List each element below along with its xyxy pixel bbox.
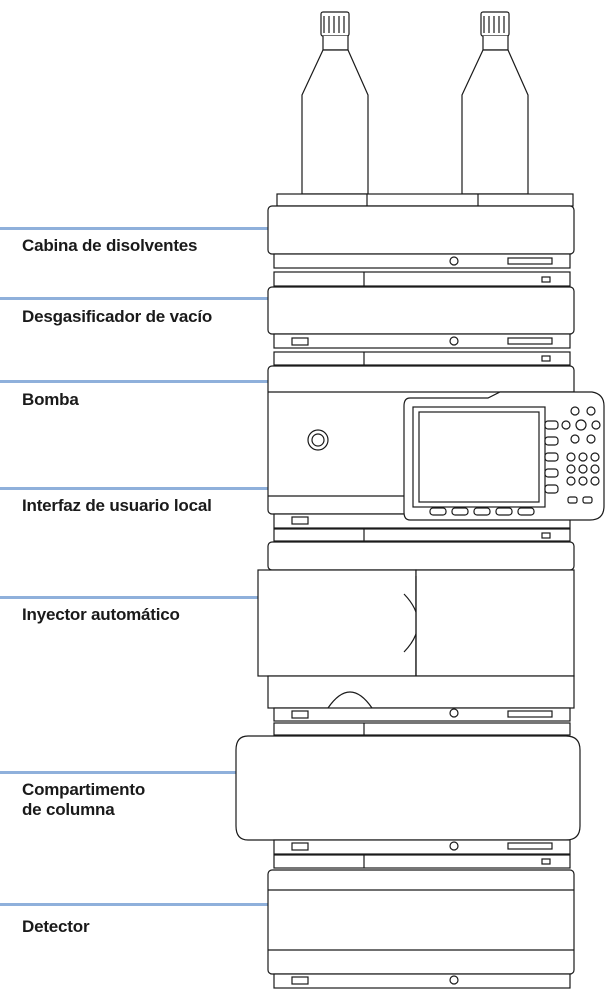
label-pump: Bomba xyxy=(22,390,79,409)
column-compartment-module xyxy=(235,722,581,855)
label-column-compartment-line1: Compartimento xyxy=(22,780,146,799)
leader-line-vacuum-degasser xyxy=(0,297,292,300)
label-autosampler: Inyector automático xyxy=(22,605,180,624)
leader-line-pump xyxy=(0,380,290,383)
autosampler-module xyxy=(257,528,575,722)
leader-line-column-compartment xyxy=(0,771,271,774)
label-local-user-interface: Interfaz de usuario local xyxy=(22,496,212,515)
detector-module xyxy=(267,854,575,989)
solvent-cabinet-module xyxy=(267,193,575,269)
leader-line-solvent-cabinet xyxy=(0,227,292,230)
solvent-bottle-left xyxy=(301,11,369,195)
label-vacuum-degasser: Desgasificador de vacío xyxy=(22,307,213,326)
solvent-bottle-right xyxy=(461,11,529,195)
label-column-compartment-line2: de columna xyxy=(22,800,115,819)
leader-line-autosampler xyxy=(0,596,293,599)
local-user-interface-device xyxy=(403,391,605,521)
leader-line-detector xyxy=(0,903,294,906)
label-detector: Detector xyxy=(22,917,90,936)
label-solvent-cabinet: Cabina de disolventes xyxy=(22,236,198,255)
leader-line-local-user-interface xyxy=(0,487,475,490)
vacuum-degasser-module xyxy=(267,271,575,349)
